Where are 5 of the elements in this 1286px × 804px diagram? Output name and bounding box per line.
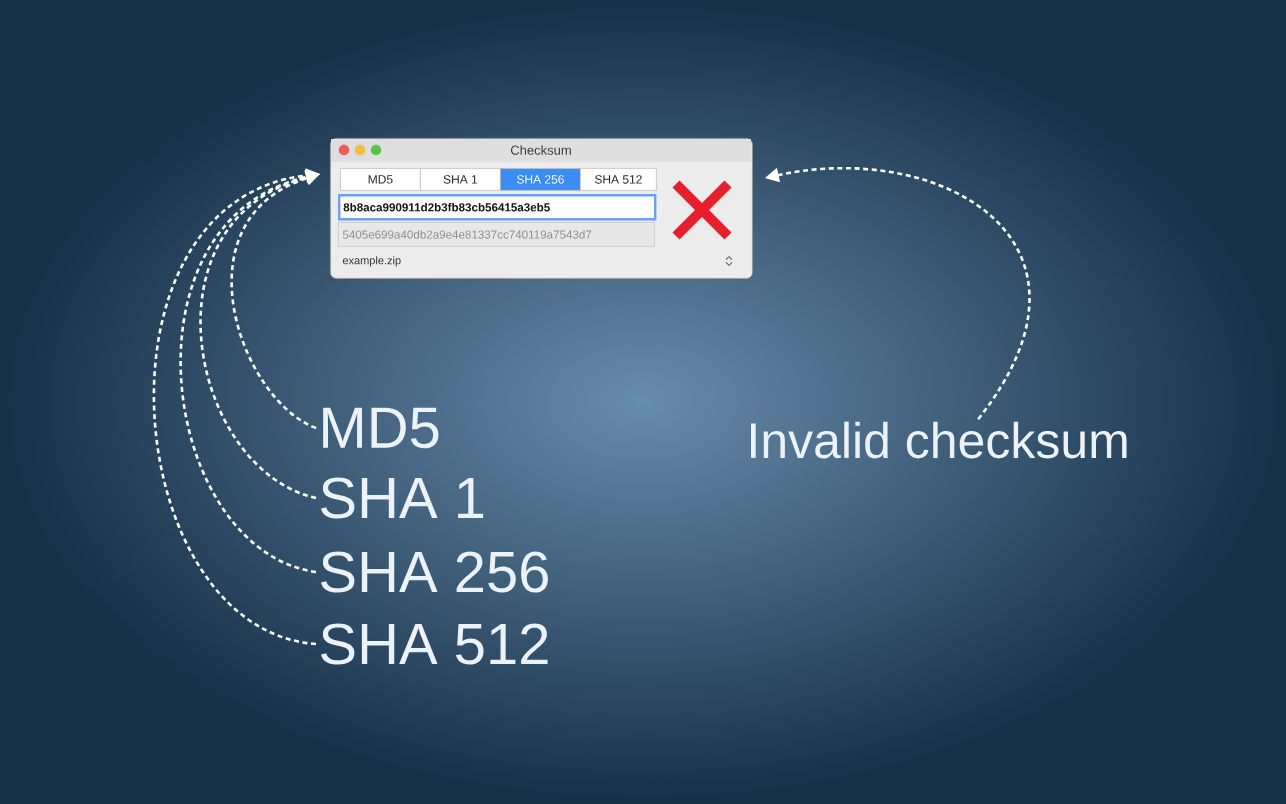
callout-text: SHA 512 (321, 623, 548, 665)
callout-text: MD5 (323, 407, 439, 449)
callout-text: SHA 1 (321, 477, 484, 519)
callout-text: Invalid checksum (751, 421, 1127, 459)
callout-text: SHA 256 (321, 551, 548, 593)
